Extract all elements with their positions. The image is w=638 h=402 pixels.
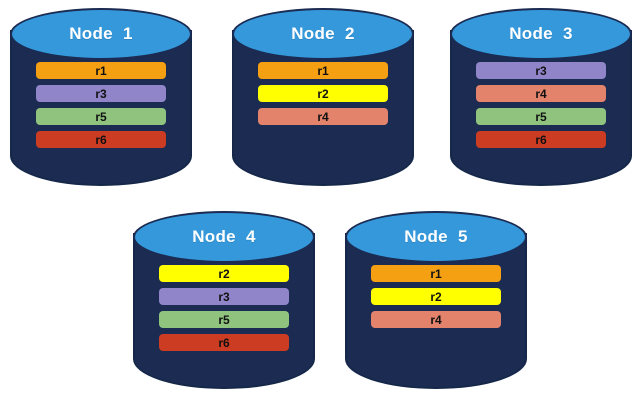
cylinder-top-ellipse — [10, 8, 192, 60]
record-bar-r1[interactable]: r1 — [371, 265, 501, 282]
cylinder-top-ellipse — [232, 8, 414, 60]
record-list: r1 r2 r4 — [345, 265, 527, 328]
record-list: r1 r3 r5 r6 — [10, 62, 192, 148]
record-list: r3 r4 r5 r6 — [450, 62, 632, 148]
node-title: Node 1 — [69, 24, 133, 43]
record-bar-r4[interactable]: r4 — [258, 108, 388, 125]
record-bar-r3[interactable]: r3 — [36, 85, 166, 102]
record-bar-r6[interactable]: r6 — [476, 131, 606, 148]
record-bar-r1[interactable]: r1 — [36, 62, 166, 79]
database-node-1[interactable]: Node 1 r1 r3 r5 r6 — [10, 8, 192, 186]
database-node-3[interactable]: Node 3 r3 r4 r5 r6 — [450, 8, 632, 186]
record-bar-r2[interactable]: r2 — [371, 288, 501, 305]
cylinder-top-ellipse — [450, 8, 632, 60]
record-bar-r1[interactable]: r1 — [258, 62, 388, 79]
record-bar-r5[interactable]: r5 — [36, 108, 166, 125]
record-bar-r6[interactable]: r6 — [159, 334, 289, 351]
node-title: Node 2 — [291, 24, 355, 43]
record-bar-r6[interactable]: r6 — [36, 131, 166, 148]
record-bar-r5[interactable]: r5 — [476, 108, 606, 125]
record-list: r2 r3 r5 r6 — [133, 265, 315, 351]
database-node-4[interactable]: Node 4 r2 r3 r5 r6 — [133, 211, 315, 389]
record-bar-r3[interactable]: r3 — [159, 288, 289, 305]
record-bar-r4[interactable]: r4 — [371, 311, 501, 328]
cylinder-top-ellipse — [345, 211, 527, 263]
record-bar-r3[interactable]: r3 — [476, 62, 606, 79]
node-title: Node 4 — [192, 227, 256, 246]
record-bar-r5[interactable]: r5 — [159, 311, 289, 328]
record-bar-r4[interactable]: r4 — [476, 85, 606, 102]
database-node-5[interactable]: Node 5 r1 r2 r4 — [345, 211, 527, 389]
database-node-2[interactable]: Node 2 r1 r2 r4 — [232, 8, 414, 186]
record-bar-r2[interactable]: r2 — [159, 265, 289, 282]
record-list: r1 r2 r4 — [232, 62, 414, 125]
node-title: Node 3 — [509, 24, 573, 43]
node-title: Node 5 — [404, 227, 468, 246]
cylinder-top-ellipse — [133, 211, 315, 263]
record-bar-r2[interactable]: r2 — [258, 85, 388, 102]
